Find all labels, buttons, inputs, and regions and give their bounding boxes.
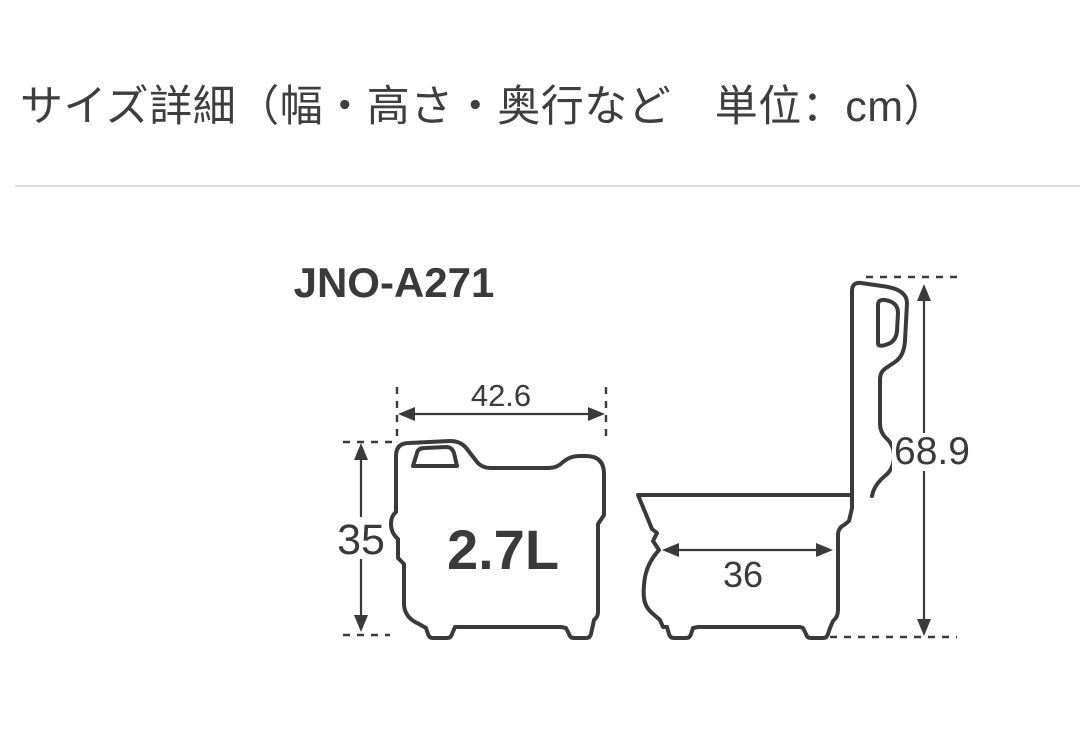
open-height-value: 68.9 [894, 430, 970, 473]
arrowhead-left-icon [398, 407, 415, 421]
arrowhead-up-icon [917, 284, 931, 301]
width-dimension: 42.6 [395, 378, 608, 437]
arrowhead-down-icon [354, 615, 368, 632]
page-title: サイズ詳細（幅・高さ・奥行など 単位：cm） [20, 83, 948, 131]
open-lid-height-dimension: 68.9 [830, 275, 972, 639]
model-label: JNO-A271 [294, 259, 495, 306]
arrowhead-down-icon [917, 619, 931, 636]
arrowhead-right-icon [588, 407, 605, 421]
arrowhead-right-icon [816, 543, 833, 557]
height-value: 35 [337, 516, 385, 564]
open-height-value-backdrop [892, 433, 972, 471]
depth-value: 36 [723, 554, 763, 595]
arrowhead-up-icon [354, 443, 368, 460]
side-view-open-lid-outline [850, 280, 909, 510]
lid-handle-slot [876, 297, 900, 348]
front-handle-slot [411, 445, 459, 468]
depth-dimension: 36 [662, 543, 833, 595]
height-dimension: 35 [336, 440, 393, 637]
side-view [636, 280, 909, 640]
height-value-backdrop [336, 517, 386, 559]
side-view-body-outline [636, 493, 854, 640]
front-view: 2.7L [389, 439, 606, 640]
width-value: 42.6 [471, 378, 531, 413]
section-divider [15, 185, 1080, 187]
capacity-label: 2.7L [447, 518, 559, 581]
arrowhead-left-icon [662, 543, 679, 557]
front-view-outline [389, 439, 606, 640]
